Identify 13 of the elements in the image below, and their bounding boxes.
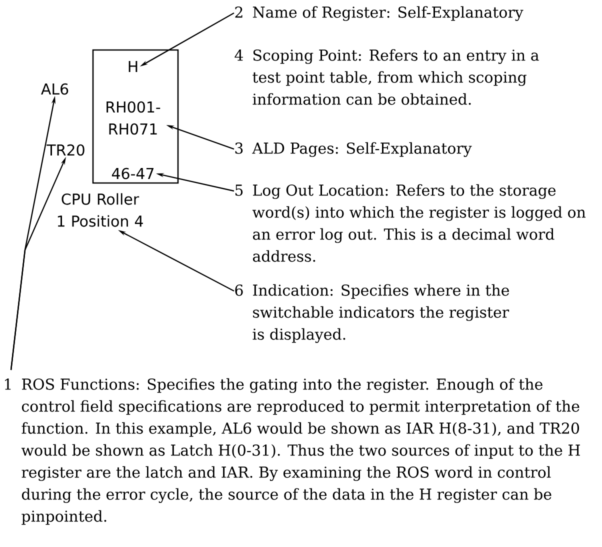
function-label: AL6: [41, 83, 68, 95]
log-address: 46-47: [112, 168, 154, 180]
callout-text: 1 ROS Functions: Specifies the gating into the register. Enough of the control field specifications are reproduced to permit interpretation of the function. In this example, AL6 would be shown as IAR H(8-31), and TR20 would be shown as Latch H(0-31). Thus the two sources of input to the H register are the latch and IAR. By examining the ROS word in control during the error cycle, the source of the data in the H register can be pinpointed.: [5, 378, 580, 525]
register-box: [92, 49, 179, 184]
register-name: H: [128, 61, 138, 72]
page-reference: RH001- RH071: [106, 101, 160, 135]
function-label: TR20: [46, 144, 84, 156]
location-label: CPU Roller 1 Position 4: [58, 193, 143, 227]
callout-text: 6 Indication: Specifies where in the switchable indicators the register is displayed.: [235, 284, 510, 343]
callout-text: 5 Log Out Location: Refers to the storage word(s) into which the register is logged on an error log out. This is a decimal word address.: [235, 184, 586, 262]
callout-text: 3 ALD Pages: Self-Explanatory: [235, 142, 472, 157]
callout-text: 4 Scoping Point: Refers to an entry in a test point table, from which scoping information can be obtained.: [234, 49, 539, 105]
callout-text: 2 Name of Register: Self-Explanatory: [235, 6, 524, 21]
